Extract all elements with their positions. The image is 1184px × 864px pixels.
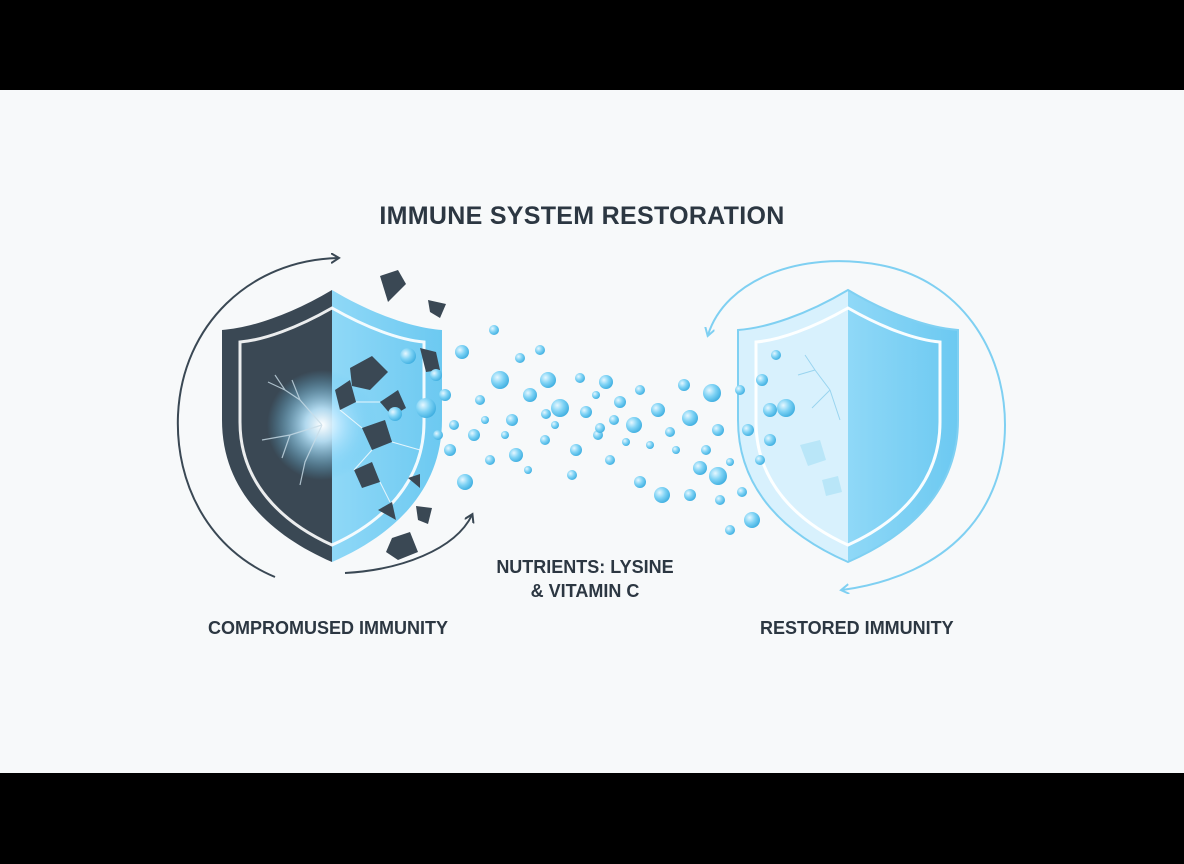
diagram-art bbox=[0, 90, 1184, 773]
restored-immunity-label: RESTORED IMMUNITY bbox=[760, 618, 954, 639]
nutrient-particle-icon bbox=[388, 325, 795, 535]
letterbox-bottom bbox=[0, 773, 1184, 864]
nutrients-line-2: & VITAMIN C bbox=[460, 579, 710, 603]
nutrients-caption: NUTRIENTS: LYSINE & VITAMIN C bbox=[460, 555, 710, 603]
cracked-shield-icon bbox=[222, 270, 446, 562]
nutrients-line-1: NUTRIENTS: LYSINE bbox=[460, 555, 710, 579]
page-title: IMMUNE SYSTEM RESTORATION bbox=[0, 202, 1164, 231]
restored-shield-icon bbox=[738, 290, 958, 562]
diagram-canvas: IMMUNE SYSTEM RESTORATION NUTRIENTS: LYS… bbox=[0, 90, 1184, 773]
letterbox-top bbox=[0, 0, 1184, 90]
compromised-immunity-label: COMPROMUSED IMMUNITY bbox=[208, 618, 448, 639]
